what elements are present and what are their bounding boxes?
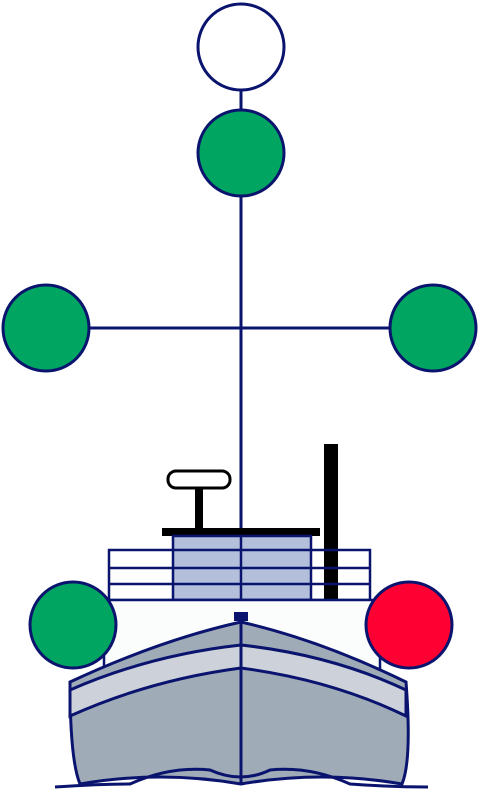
hull-band [68,643,408,719]
masthead-white-light [196,2,286,92]
waterline [54,767,429,789]
port-sidelight [28,580,118,670]
yardarm-starboard-green-light [388,283,478,373]
starboard-sidelight [364,580,454,670]
bow-marker [234,612,248,621]
yardarm-port-green-light [1,283,91,373]
vessel [54,444,429,789]
funnel [324,444,338,600]
bridge-roof [162,528,320,536]
radar-antenna [166,469,232,490]
radar-post [195,488,203,530]
masthead-green-light [196,108,286,198]
